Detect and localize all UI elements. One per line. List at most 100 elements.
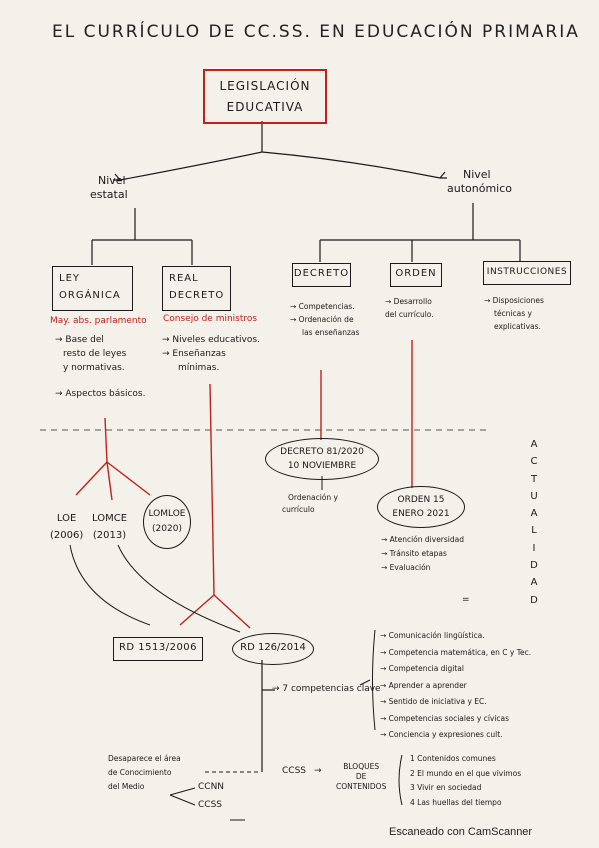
actualidad-letter: A — [530, 508, 540, 520]
orden-15-item: → Atención diversidad — [381, 535, 464, 544]
contenido-item: 3 Vivir en sociedad — [410, 783, 482, 792]
actualidad-letter: T — [530, 473, 540, 485]
actualidad-letter: U — [530, 490, 540, 502]
orden-15-line2: ENERO 2021 — [392, 509, 450, 519]
decreto-81-caption-line: Ordenación y — [288, 493, 338, 502]
root-line2: EDUCATIVA — [226, 100, 304, 114]
orden-label: ORDEN — [395, 268, 437, 279]
rd-items: → Niveles educativos. → Enseñanzas mínim… — [162, 333, 260, 375]
law-lomloe-oval: LOMLOE (2020) — [143, 495, 191, 549]
orden-15-oval: ORDEN 15 ENERO 2021 — [377, 486, 465, 528]
competencia-item: → Sentido de iniciativa y EC. — [380, 697, 487, 706]
actualidad-letter: D — [530, 594, 540, 606]
competencias-list: → Comunicación lingüística. → Competenci… — [380, 628, 531, 744]
decreto-81-oval: DECRETO 81/2020 10 NOVIEMBRE — [265, 438, 379, 480]
level-autonomico-l2: autonómico — [447, 182, 513, 195]
decreto-81-caption: Ordenación y currículo — [282, 492, 338, 516]
rd-1513-box: RD 1513/2006 — [113, 637, 203, 661]
decreto-label: DECRETO — [293, 268, 350, 279]
contenido-item: 2 El mundo en el que vivimos — [410, 768, 522, 778]
rd-item: → Enseñanzas — [162, 349, 226, 359]
law-loe: LOE (2006) — [50, 510, 83, 544]
real-decreto-box: REAL DECRETO — [162, 266, 231, 311]
actualidad-letter: L — [531, 525, 539, 537]
ley-item: → Base del — [55, 335, 104, 345]
decreto-item: las enseñanzas — [302, 328, 360, 337]
actualidad-letter: A — [530, 577, 540, 589]
ley-items: → Base del resto de leyes y normativas. … — [55, 333, 145, 401]
orden-15-line1: ORDEN 15 — [397, 495, 445, 505]
area-note-line: Desaparece el área — [108, 754, 181, 763]
instrucciones-label: INSTRUCCIONES — [486, 267, 568, 277]
competencia-item: → Conciencia y expresiones cult. — [380, 730, 503, 739]
instrucciones-item: técnicas y — [494, 309, 532, 318]
law-year: (2006) — [50, 530, 84, 541]
ccss-small-label: CCSS — [198, 800, 222, 810]
bloques-line: DE — [355, 772, 367, 781]
contenido-item: 1 Contenidos comunes — [410, 754, 496, 763]
rd-126-oval: RD 126/2014 — [232, 633, 314, 665]
level-estatal-l1: Nivel — [98, 174, 126, 187]
law-lomce: LOMCE (2013) — [92, 510, 127, 544]
competencia-item: → Aprender a aprender — [380, 680, 467, 690]
rd-item: mínimas. — [178, 363, 220, 373]
competencia-item: → Competencias sociales y cívicas — [380, 713, 510, 723]
orden-15-item: → Evaluación — [381, 563, 431, 572]
decreto-item: → Ordenación de — [290, 315, 354, 324]
competencia-item: → Comunicación lingüística. — [380, 631, 485, 640]
contenidos-list: 1 Contenidos comunes 2 El mundo en el qu… — [410, 752, 521, 810]
area-note: Desaparece el área de Conocimiento del M… — [108, 752, 181, 794]
orden-item: del currículo. — [385, 310, 434, 319]
rd-line1: REAL — [169, 273, 199, 284]
root-line1: LEGISLACIÓN — [219, 79, 311, 93]
contenido-item: 4 Las huellas del tiempo — [410, 797, 502, 807]
instrucciones-item: explicativas. — [494, 322, 541, 331]
ley-organica-box: LEY ORGÁNICA — [52, 266, 133, 311]
arrow-right: → — [314, 766, 322, 776]
decreto-81-caption-line: currículo — [282, 505, 315, 514]
ley-item: resto de leyes — [63, 349, 127, 359]
law-year: (2013) — [92, 530, 127, 541]
rd-1513-label: RD 1513/2006 — [118, 642, 198, 653]
rd-note: Consejo de ministros — [163, 314, 258, 324]
law-name: LOE — [56, 513, 77, 524]
small-mark: = — [462, 595, 470, 605]
law-year: (2020) — [152, 524, 182, 534]
decreto-81-line2: 10 NOVIEMBRE — [287, 461, 357, 471]
page-title: EL CURRÍCULO DE CC.SS. EN EDUCACIÓN PRIM… — [52, 22, 580, 42]
actualidad-letter: I — [532, 542, 538, 554]
rd-126-label: RD 126/2014 — [240, 642, 306, 653]
orden-item: → Desarrollo — [385, 297, 432, 306]
bloques-line: BLOQUES — [343, 762, 380, 771]
actualidad-letter: A — [530, 439, 540, 450]
orden-box: ORDEN — [390, 263, 442, 287]
ley-item: → Aspectos básicos. — [55, 389, 146, 399]
level-autonomico-l1: Nivel — [463, 168, 491, 181]
law-name: LOMCE — [92, 513, 128, 524]
ley-line1: LEY — [59, 273, 80, 284]
instrucciones-box: INSTRUCCIONES — [483, 261, 571, 285]
decreto-items: → Competencias. → Ordenación de las ense… — [290, 300, 359, 339]
actualidad-letter: D — [530, 560, 540, 572]
area-note-line: del Medio — [108, 782, 145, 791]
rd-item: → Niveles educativos. — [162, 335, 260, 345]
competencia-item: → Competencia digital — [380, 664, 464, 673]
ley-item: y normativas. — [63, 363, 125, 373]
bloques-line: CONTENIDOS — [336, 782, 387, 791]
decreto-box: DECRETO — [292, 263, 351, 287]
instrucciones-items: → Disposiciones técnicas y explicativas. — [484, 294, 544, 333]
area-note-line: de Conocimiento — [108, 768, 172, 777]
rd-line2: DECRETO — [169, 290, 225, 301]
level-estatal: Nivel estatal — [90, 174, 128, 202]
scanner-footer: Escaneado con CamScanner — [389, 826, 533, 838]
law-name: LOMLOE — [148, 509, 186, 519]
decreto-item: → Competencias. — [290, 302, 355, 311]
competencias-label: → 7 competencias clave — [272, 684, 381, 694]
orden-15-item: → Tránsito etapas — [381, 549, 447, 558]
actualidad-letter: C — [530, 456, 540, 468]
competencia-item: → Competencia matemática, en C y Tec. — [380, 647, 532, 657]
instrucciones-item: → Disposiciones — [484, 296, 544, 305]
level-estatal-l2: estatal — [90, 188, 128, 201]
ley-line2: ORGÁNICA — [59, 290, 121, 301]
